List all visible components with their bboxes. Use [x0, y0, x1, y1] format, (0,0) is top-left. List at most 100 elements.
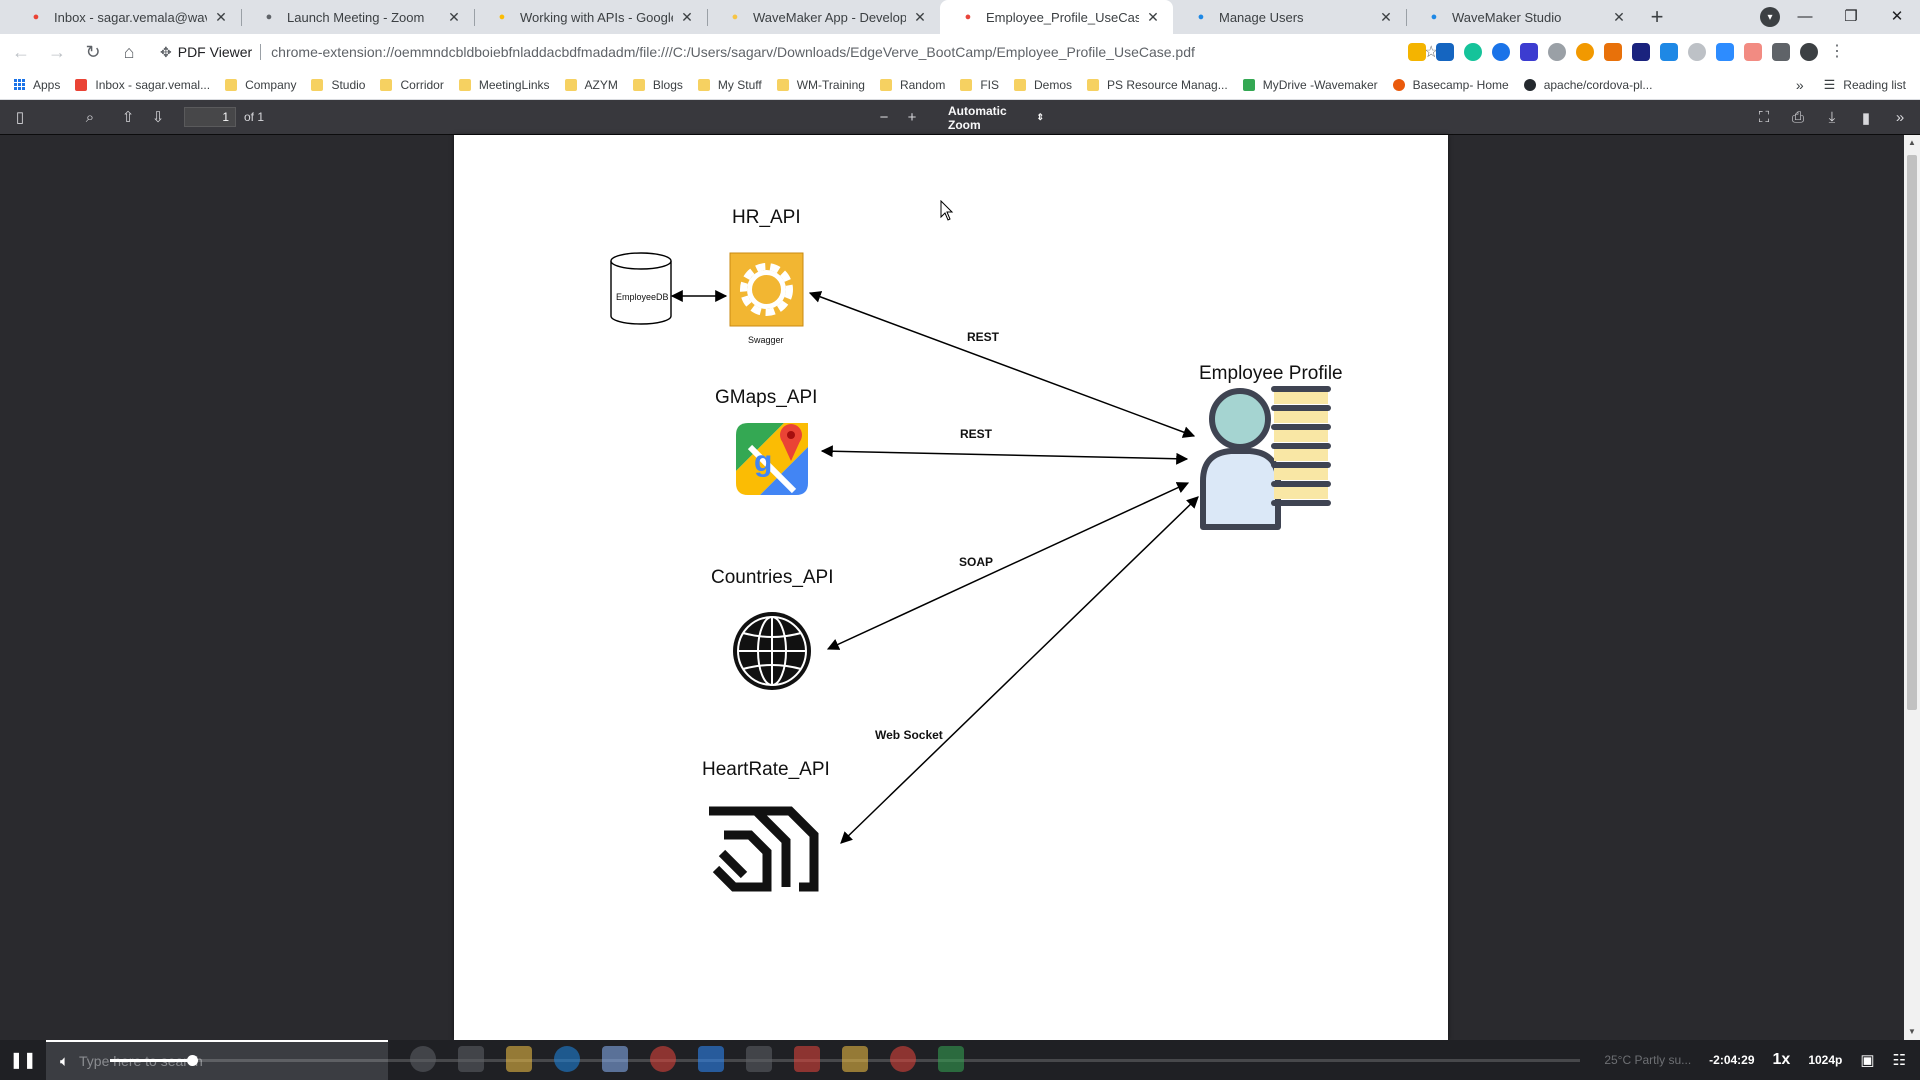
bookmark-item[interactable]: AZYM [564, 78, 618, 92]
kebab-menu-icon[interactable]: ⋮ [1829, 43, 1845, 60]
vertical-scrollbar[interactable]: ▲ ▼ [1904, 135, 1920, 1040]
sidebar-toggle-icon[interactable]: ▯ [15, 109, 25, 126]
file-explorer-icon[interactable] [506, 1046, 532, 1072]
tab-close-icon[interactable]: ✕ [448, 8, 460, 25]
bookmark-item[interactable]: Company [225, 78, 296, 92]
extensions-puzzle-icon[interactable] [1772, 43, 1790, 61]
document-viewer[interactable]: g [0, 135, 1904, 1040]
tab-close-icon[interactable]: ✕ [681, 8, 693, 25]
k-extension-icon[interactable] [1632, 43, 1650, 61]
red-extension-icon[interactable] [1744, 43, 1762, 61]
tab-3[interactable]: ●Working with APIs - Google Driv✕ [474, 0, 707, 34]
tab-close-icon[interactable]: ✕ [1380, 8, 1392, 25]
playback-speed[interactable]: 1x [1772, 1051, 1791, 1068]
bookmark-icon[interactable]: ▮ [1861, 109, 1871, 127]
tools-menu-icon[interactable]: » [1895, 109, 1905, 126]
a-extension-icon[interactable] [1660, 43, 1678, 61]
bookmark-item[interactable]: Inbox - sagar.vemal... [75, 78, 210, 92]
reading-list-label[interactable]: Reading list [1843, 78, 1906, 92]
minimize-icon[interactable]: — [1797, 7, 1813, 25]
bookmark-item[interactable]: WM-Training [776, 78, 865, 92]
circle-extension-icon[interactable] [1548, 43, 1566, 61]
tab-4[interactable]: ●WaveMaker App - Development✕ [707, 0, 940, 34]
excel-icon[interactable] [938, 1046, 964, 1072]
wavemaker-extension-icon[interactable] [1436, 43, 1454, 61]
bookmark-item[interactable]: PS Resource Manag... [1087, 78, 1228, 92]
progress-knob[interactable] [187, 1055, 199, 1066]
profile-avatar[interactable] [1800, 43, 1818, 61]
taskbar-search[interactable]: 🔈︎ Type here to search [46, 1040, 388, 1080]
task-view-icon[interactable] [458, 1046, 484, 1072]
tab-search-icon[interactable]: ▾ [1760, 7, 1780, 27]
tab-6[interactable]: ●Manage Users✕ [1173, 0, 1406, 34]
bookmark-item[interactable]: Studio [311, 78, 365, 92]
previous-page-icon[interactable]: ⇧ [121, 109, 135, 126]
reload-icon[interactable]: ↻ [85, 41, 101, 62]
bookmark-item[interactable]: My Stuff [697, 78, 762, 92]
scroll-down-arrow-icon[interactable]: ▼ [1908, 1027, 1916, 1036]
pause-icon[interactable]: ❚❚ [9, 1052, 37, 1069]
bookmark-item[interactable]: FIS [960, 78, 999, 92]
tab-close-icon[interactable]: ✕ [215, 8, 227, 25]
back-arrow-icon[interactable]: ← [12, 41, 30, 62]
tab-close-icon[interactable]: ✕ [1147, 8, 1159, 25]
zoom-icon[interactable] [698, 1046, 724, 1072]
tab-7[interactable]: ●WaveMaker Studio✕ [1406, 0, 1639, 34]
find-search-icon[interactable]: ⌕ [85, 108, 95, 126]
blue-extension-icon[interactable] [1492, 43, 1510, 61]
print-icon[interactable]: ⎙ [1791, 109, 1804, 126]
url-text[interactable]: chrome-extension://oemmndcbldboiebfnladd… [271, 44, 1195, 60]
reading-list-icon[interactable]: ☰ [1823, 77, 1836, 92]
bookmark-item[interactable]: Corridor [380, 78, 444, 92]
volume-icon[interactable]: 🔈︎ [60, 1052, 70, 1070]
media-icon[interactable] [650, 1046, 676, 1072]
bookmarks-overflow-chevron[interactable]: » [1795, 77, 1804, 93]
grammarly-icon[interactable] [1464, 43, 1482, 61]
restore-icon[interactable]: ❐ [1844, 8, 1858, 25]
zoom-select[interactable]: Automatic Zoom ⇕ [940, 104, 1052, 132]
zoom-extension-icon[interactable] [1716, 43, 1734, 61]
bookmark-item[interactable]: Apps [14, 78, 60, 92]
tool-icon[interactable] [746, 1046, 772, 1072]
settings-sliders-icon[interactable]: ☷ [1892, 1052, 1906, 1069]
tab-close-icon[interactable]: ✕ [1613, 8, 1625, 25]
edge-icon[interactable] [554, 1046, 580, 1072]
scroll-up-arrow-icon[interactable]: ▲ [1908, 138, 1916, 147]
close-window-icon[interactable]: ✕ [1890, 8, 1904, 25]
bookmark-item[interactable]: apache/cordova-pl... [1523, 78, 1652, 92]
address-bar[interactable]: ✥ PDF Viewer chrome-extension://oemmndcb… [154, 38, 1414, 66]
tab-5[interactable]: ●Employee_Profile_UseCase.pdf✕ [940, 0, 1173, 34]
tab-1[interactable]: ●Inbox - sagar.vemala@wavemak✕ [8, 0, 241, 34]
scrollbar-thumb[interactable] [1907, 155, 1917, 710]
bookmark-item[interactable]: Basecamp- Home [1392, 78, 1509, 92]
grey-extension-icon[interactable] [1688, 43, 1706, 61]
bookmark-item[interactable]: Random [879, 78, 945, 92]
next-page-icon[interactable]: ⇩ [151, 109, 165, 126]
bookmark-item[interactable]: MyDrive -Wavemaker [1242, 78, 1378, 92]
picture-in-picture-icon[interactable]: ▣ [1860, 1052, 1875, 1069]
tab-close-icon[interactable]: ✕ [914, 8, 926, 25]
forward-arrow-icon[interactable]: → [48, 41, 66, 62]
cortana-icon[interactable] [410, 1046, 436, 1072]
office-icon[interactable] [794, 1046, 820, 1072]
cube-extension-icon[interactable] [1520, 43, 1538, 61]
bookmark-item[interactable]: Demos [1013, 78, 1072, 92]
tab-2[interactable]: ●Launch Meeting - Zoom✕ [241, 0, 474, 34]
chrome-icon[interactable] [890, 1046, 916, 1072]
new-tab-button[interactable]: + [1650, 4, 1664, 29]
presentation-mode-icon[interactable]: ⛶ [1758, 109, 1770, 126]
download-icon[interactable]: ⤓ [1828, 109, 1836, 126]
bookmark-star-icon[interactable]: ☆ [1424, 44, 1439, 61]
page-number-input[interactable]: 1 [184, 107, 236, 127]
pen-extension-icon[interactable] [1408, 43, 1426, 61]
zoom-out-icon[interactable]: − [879, 109, 889, 126]
flag-extension-icon[interactable] [1604, 43, 1622, 61]
home-icon[interactable]: ⌂ [123, 41, 135, 62]
bookmark-item[interactable]: Blogs [632, 78, 683, 92]
zoom-in-icon[interactable]: + [907, 109, 917, 126]
cookie-extension-icon[interactable] [1576, 43, 1594, 61]
app-icon[interactable] [602, 1046, 628, 1072]
bookmark-item[interactable]: MeetingLinks [458, 78, 550, 92]
resolution-label[interactable]: 1024p [1808, 1053, 1843, 1067]
notes-icon[interactable] [842, 1046, 868, 1072]
